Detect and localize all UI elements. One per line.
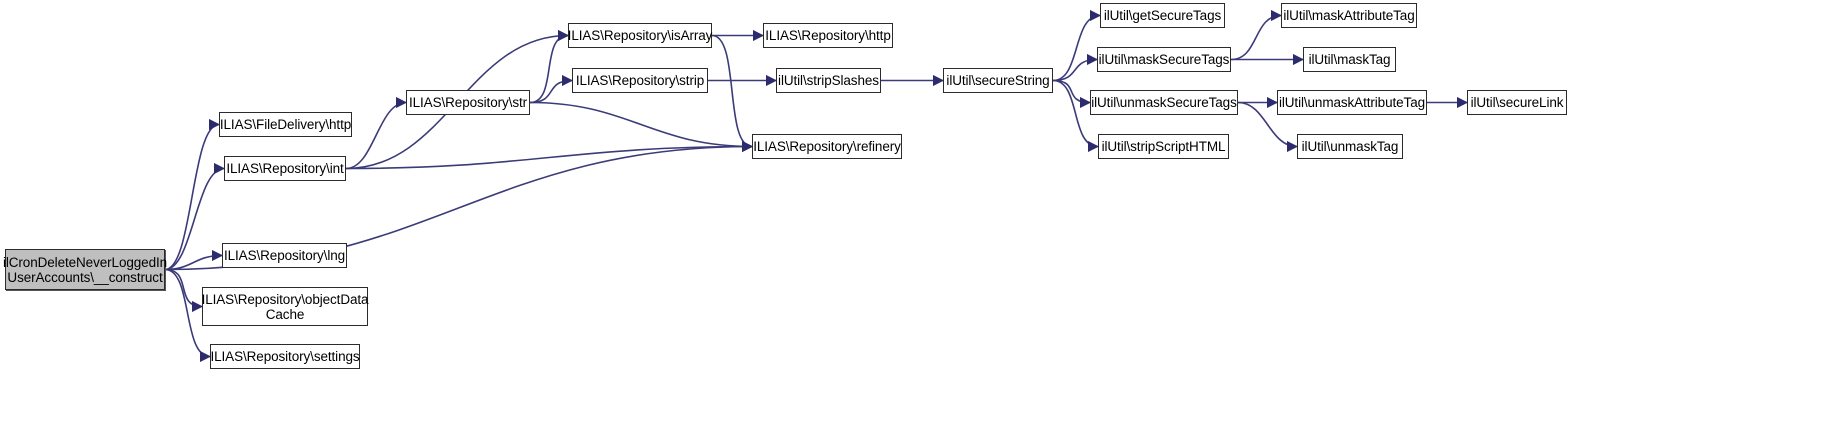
edge-repo_str-to-repo_isarray (529, 29, 570, 104)
edge-masksecuretags-to-maskattrtag (1230, 9, 1283, 61)
edge-root-to-repo_lng (164, 249, 224, 271)
graph-node-masksecuretags[interactable]: ilUtil\maskSecureTags (1097, 47, 1231, 72)
edge-root-to-filedelivery (164, 118, 221, 271)
edge-securestring-to-stripscripthtml (1052, 79, 1100, 153)
graph-node-repo_objdata[interactable]: ILIAS\Repository\objectData Cache (202, 287, 369, 326)
graph-node-stripslashes[interactable]: ilUtil\stripSlashes (776, 68, 881, 93)
edge-repo_str-to-repo_refinery (529, 101, 754, 153)
edge-repo_str-to-repo_strip (529, 74, 574, 104)
graph-node-repo_http[interactable]: ILIAS\Repository\http (763, 23, 893, 48)
graph-node-stripscripthtml[interactable]: ilUtil\stripScriptHTML (1098, 134, 1229, 159)
graph-node-repo_lng[interactable]: ILIAS\Repository\lng (222, 243, 347, 268)
graph-node-repo_str[interactable]: ILIAS\Repository\str (406, 90, 530, 115)
graph-node-securelink[interactable]: ilUtil\secureLink (1467, 90, 1567, 115)
graph-node-unmaskattrtag[interactable]: ilUtil\unmaskAttributeTag (1277, 90, 1427, 115)
edge-repo_int-to-repo_refinery (345, 140, 754, 170)
edge-repo_isarray-to-repo_refinery (711, 34, 754, 153)
edge-securestring-to-unmasksecuretags (1052, 79, 1092, 109)
graph-node-filedelivery[interactable]: ILIAS\FileDelivery\http (219, 112, 352, 137)
graph-node-securestring[interactable]: ilUtil\secureString (943, 68, 1053, 93)
graph-node-repo_settings[interactable]: ILIAS\Repository\settings (210, 344, 360, 369)
edge-repo_int-to-repo_str (345, 96, 408, 170)
graph-node-repo_int[interactable]: ILIAS\Repository\int (224, 156, 346, 181)
graph-node-repo_strip[interactable]: ILIAS\Repository\strip (572, 68, 708, 93)
graph-node-unmasktag[interactable]: ilUtil\unmaskTag (1297, 134, 1403, 159)
edge-securestring-to-masksecuretags (1052, 53, 1099, 82)
edge-root-to-repo_settings (164, 268, 212, 363)
graph-node-unmasksecuretags[interactable]: ilUtil\unmaskSecureTags (1090, 90, 1238, 115)
graph-node-root: ilCronDeleteNeverLoggedIn UserAccounts\_… (3, 249, 167, 290)
edge-root-to-repo_int (164, 162, 226, 271)
graph-node-repo_refinery[interactable]: ILIAS\Repository\refinery (752, 134, 902, 159)
graph-node-getsecuretags[interactable]: ilUtil\getSecureTags (1100, 3, 1225, 28)
graph-node-repo_isarray[interactable]: ILIAS\Repository\isArray (568, 23, 712, 48)
graph-node-masktag[interactable]: ilUtil\maskTag (1303, 47, 1396, 72)
edge-unmasksecuretags-to-unmasktag (1237, 101, 1299, 153)
graph-node-maskattrtag[interactable]: ilUtil\maskAttributeTag (1281, 3, 1417, 28)
edge-securestring-to-getsecuretags (1052, 9, 1102, 82)
edge-root-to-repo_objdata (164, 268, 204, 313)
